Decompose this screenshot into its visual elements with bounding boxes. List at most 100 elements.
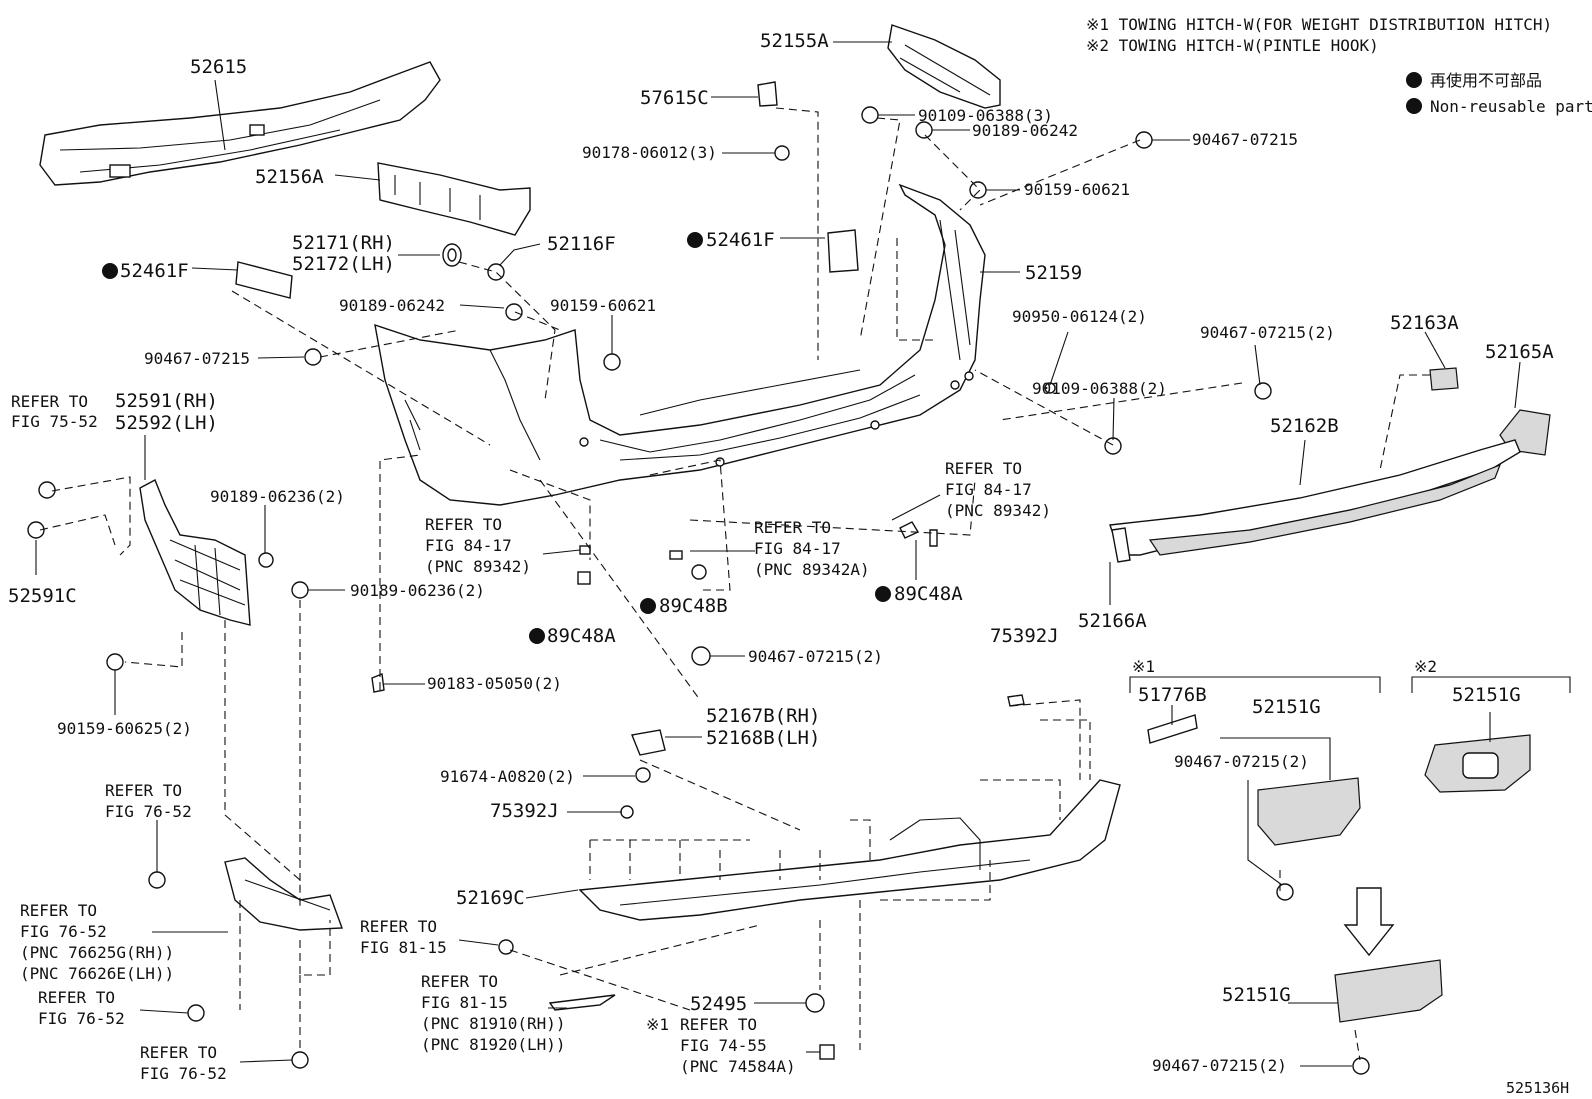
label-52495: 52495 bbox=[690, 993, 747, 1015]
legend-text-en: Non-reusable part bbox=[1430, 97, 1592, 116]
label-52461F-left: 52461F bbox=[120, 260, 189, 282]
note-towing-hitch-wdh: ※1 TOWING HITCH-W(FOR WEIGHT DISTRIBUTIO… bbox=[1086, 15, 1552, 34]
part-52615-reinforcement[interactable] bbox=[39, 61, 441, 186]
label-refer-75-52-b: FIG 75-52 bbox=[11, 412, 98, 431]
part-51776B[interactable] bbox=[1147, 714, 1198, 744]
group2-bracket bbox=[1411, 676, 1571, 693]
part-52162B-step-pad[interactable] bbox=[1109, 439, 1521, 556]
label-90159-60621-b: 90159-60621 bbox=[1024, 180, 1130, 199]
part-52166A-bracket[interactable] bbox=[1111, 527, 1131, 563]
label-52163A: 52163A bbox=[1390, 312, 1459, 334]
label-refer-84-17-c3: (PNC 89342) bbox=[945, 501, 1051, 520]
label-90950-06124: 90950-06124(2) bbox=[1012, 307, 1147, 326]
label-52171: 52171(RH) bbox=[292, 232, 395, 254]
non-reusable-dot-icon bbox=[687, 232, 703, 248]
legend-text-jp: 再使用不可部品 bbox=[1430, 71, 1542, 90]
group1-bracket bbox=[1129, 676, 1381, 693]
label-52165A: 52165A bbox=[1485, 341, 1554, 363]
part-52171-grommet[interactable] bbox=[442, 243, 462, 267]
label-90467-07215-c: 90467-07215(2) bbox=[748, 647, 883, 666]
note-towing-hitch-pintle: ※2 TOWING HITCH-W(PINTLE HOOK) bbox=[1086, 36, 1379, 55]
label-refer-84-17-a2: FIG 84-17 bbox=[425, 536, 512, 555]
part-52159-bumper-cover[interactable] bbox=[374, 183, 986, 506]
part-52461F-left-sticker[interactable] bbox=[235, 261, 293, 299]
label-90189-06236-a: 90189-06236(2) bbox=[210, 487, 345, 506]
label-refer-74-55-mark: ※1 bbox=[646, 1015, 669, 1034]
label-90467-07215-a: 90467-07215 bbox=[144, 349, 250, 368]
label-52151G-b: 52151G bbox=[1452, 684, 1521, 706]
label-refer-76-52-b3: (PNC 76625G(RH)) bbox=[20, 943, 174, 962]
label-91674: 91674-A0820(2) bbox=[440, 767, 575, 786]
label-90183-05050: 90183-05050(2) bbox=[427, 674, 562, 693]
label-refer-84-17-b1: REFER TO bbox=[754, 518, 831, 537]
label-refer-76-52-a1: REFER TO bbox=[105, 781, 182, 800]
label-refer-84-17-b3: (PNC 89342A) bbox=[754, 560, 870, 579]
label-52592: 52592(LH) bbox=[115, 412, 218, 434]
part-52151G-cover-b[interactable] bbox=[1424, 734, 1531, 793]
label-refer-84-17-a1: REFER TO bbox=[425, 515, 502, 534]
label-90159-60625: 90159-60625(2) bbox=[57, 719, 192, 738]
part-52591-side-retainer[interactable] bbox=[139, 479, 251, 626]
label-75392J-b: 75392J bbox=[990, 625, 1059, 647]
part-mud-flap[interactable] bbox=[224, 857, 343, 931]
label-52166A: 52166A bbox=[1078, 610, 1147, 632]
part-57615C-bracket[interactable] bbox=[757, 81, 778, 107]
part-52151G-cover-c[interactable] bbox=[1334, 959, 1443, 1023]
label-52615: 52615 bbox=[190, 56, 247, 78]
label-52167B: 52167B(RH) bbox=[706, 705, 820, 727]
part-52155A-retainer[interactable] bbox=[887, 24, 1001, 109]
leader-lines bbox=[35, 41, 1521, 1067]
label-90159-60621-a: 90159-60621 bbox=[550, 296, 656, 315]
label-52169C: 52169C bbox=[456, 887, 525, 909]
label-group1-mark: ※1 bbox=[1132, 657, 1155, 676]
label-refer-76-52-d2: FIG 76-52 bbox=[140, 1064, 227, 1083]
part-52151G-cover-a[interactable] bbox=[1257, 777, 1361, 846]
label-90189-06236-b: 90189-06236(2) bbox=[350, 581, 485, 600]
label-52155A: 52155A bbox=[760, 30, 829, 52]
label-refer-76-52-c1: REFER TO bbox=[38, 988, 115, 1007]
label-52591C: 52591C bbox=[8, 585, 77, 607]
label-refer-84-17-c1: REFER TO bbox=[945, 459, 1022, 478]
label-refer-76-52-c2: FIG 76-52 bbox=[38, 1009, 125, 1028]
part-52461F-mid-sticker[interactable] bbox=[827, 229, 859, 273]
assembly-lines bbox=[39, 107, 1430, 1061]
legend-dot-icon bbox=[1406, 72, 1422, 88]
label-90178-06012: 90178-06012(3) bbox=[582, 143, 717, 162]
label-refer-74-55-b: FIG 74-55 bbox=[680, 1036, 767, 1055]
label-89C48B: 89C48B bbox=[659, 595, 728, 617]
label-refer-81-15-a2: FIG 81-15 bbox=[360, 938, 447, 957]
label-90109-06388-b: 90109-06388(2) bbox=[1032, 379, 1167, 398]
label-90467-07215-d: 90467-07215(2) bbox=[1200, 323, 1335, 342]
label-refer-76-52-d1: REFER TO bbox=[140, 1043, 217, 1062]
part-52163A-pad[interactable] bbox=[1429, 367, 1459, 391]
label-90189-06242-b: 90189-06242 bbox=[972, 121, 1078, 140]
label-57615C: 57615C bbox=[640, 87, 709, 109]
label-refer-84-17-b2: FIG 84-17 bbox=[754, 539, 841, 558]
non-reusable-dot-icon bbox=[640, 598, 656, 614]
arrow-down-icon bbox=[1343, 887, 1395, 957]
label-89C48A-a: 89C48A bbox=[547, 625, 616, 647]
non-reusable-dot-icon bbox=[875, 586, 891, 602]
label-52156A: 52156A bbox=[255, 166, 324, 188]
label-52159: 52159 bbox=[1025, 262, 1082, 284]
label-75392J-a: 75392J bbox=[490, 800, 559, 822]
fastener-clips[interactable] bbox=[27, 106, 1370, 1075]
label-52116F: 52116F bbox=[547, 233, 616, 255]
label-52591: 52591(RH) bbox=[115, 390, 218, 412]
label-refer-84-17-c2: FIG 84-17 bbox=[945, 480, 1032, 499]
label-refer-74-55-a: REFER TO bbox=[680, 1015, 757, 1034]
label-90467-07215-b: 90467-07215 bbox=[1192, 130, 1298, 149]
label-refer-76-52-a2: FIG 76-52 bbox=[105, 802, 192, 821]
label-group2-mark: ※2 bbox=[1414, 657, 1437, 676]
label-52168B: 52168B(LH) bbox=[706, 727, 820, 749]
label-52461F-mid: 52461F bbox=[706, 229, 775, 251]
label-90467-07215-e: 90467-07215(2) bbox=[1174, 752, 1309, 771]
part-52156A-bracket[interactable] bbox=[377, 162, 531, 236]
part-52169C-lower-cover[interactable] bbox=[578, 779, 1121, 921]
label-90467-07215-f: 90467-07215(2) bbox=[1152, 1056, 1287, 1075]
label-52151G-a: 52151G bbox=[1252, 696, 1321, 718]
label-refer-81-15-a1: REFER TO bbox=[360, 917, 437, 936]
non-reusable-dot-icon bbox=[529, 628, 545, 644]
label-52162B: 52162B bbox=[1270, 415, 1339, 437]
